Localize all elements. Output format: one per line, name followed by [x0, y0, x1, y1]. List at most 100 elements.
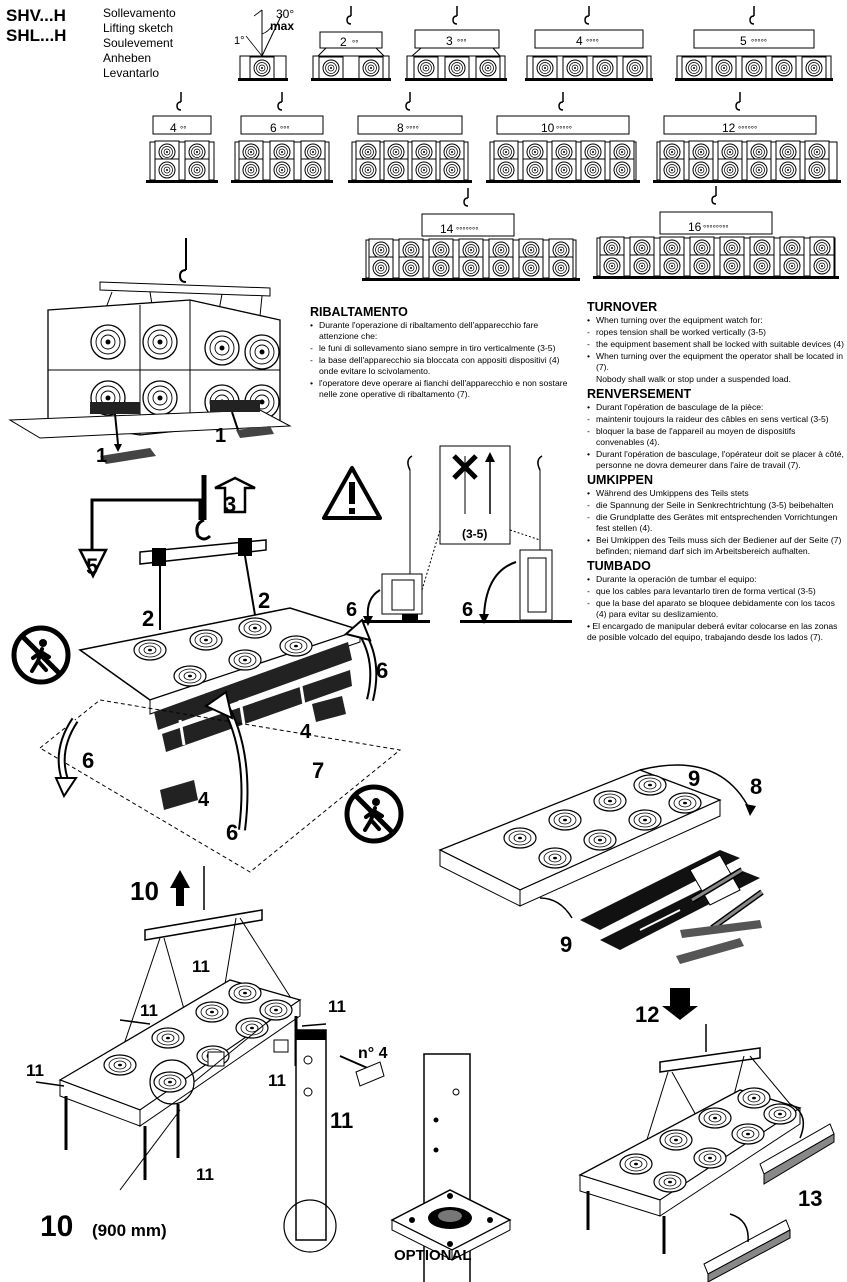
- step-11-label: 11: [330, 1108, 353, 1133]
- bolt-count-label: n° 4: [358, 1045, 388, 1062]
- svg-text:°°°°°: °°°°°: [556, 125, 572, 134]
- fan-icon: [249, 56, 275, 80]
- svg-text:°°°: °°°: [280, 125, 290, 134]
- instruction-item: l'operatore deve operare ai fianchi dell…: [310, 378, 575, 400]
- spacing-label: (900 mm): [92, 1221, 167, 1240]
- angle-diagram: 1° 30° max: [234, 7, 294, 81]
- instruction-item: Bei Umkippen des Teils muss sich der Bed…: [587, 535, 845, 557]
- lift-4-units: 4 °°°°: [525, 5, 653, 81]
- feet-mount-illustration: 10 11 11 11 11 11 11 10 (900 mm): [26, 866, 388, 1253]
- title-de: Anheben: [103, 51, 152, 65]
- step-11-label: 11: [196, 1165, 214, 1184]
- instruction-item: the equipment basement shall be locked w…: [587, 339, 845, 350]
- step-4-label: 4: [300, 721, 312, 743]
- step-9-label: 9: [688, 766, 700, 791]
- step-11-label: 11: [268, 1071, 286, 1090]
- step-10-label: 10: [130, 876, 159, 906]
- lift-10-double: 10 °°°°°: [486, 91, 640, 183]
- lift-5-units: 5 °°°°°: [675, 5, 833, 81]
- step-2-label: 2: [258, 588, 270, 613]
- instructions-it: RIBALTAMENTO Durante l'operazione di rib…: [310, 306, 575, 401]
- rope-ref-label: (3-5): [462, 527, 487, 541]
- step-3-label: 3: [224, 492, 236, 517]
- instruction-item: maintenir toujours la raideur des câbles…: [587, 414, 845, 425]
- instruction-item: Durant l'opération de basculage de la pi…: [587, 402, 845, 413]
- svg-text:°°°°°°°°: °°°°°°°°: [703, 224, 729, 233]
- step-11-label: 11: [26, 1061, 44, 1080]
- instruction-item: Nobody shall walk or stop under a suspen…: [596, 374, 791, 384]
- lying-unit-illustration: 9 8 9: [438, 764, 764, 964]
- title-en: Lifting sketch: [103, 21, 174, 35]
- units-label: 12: [722, 121, 736, 135]
- lift-6-double: 6 °°°: [231, 91, 333, 183]
- model-code-shl: SHL...H: [6, 26, 67, 45]
- svg-text:°°°°°°: °°°°°°: [738, 125, 757, 134]
- angle-max-label: max: [270, 19, 294, 33]
- units-label: 4: [170, 121, 177, 135]
- title-fr: Soulevement: [103, 36, 174, 50]
- no-walking-icon: [347, 787, 401, 841]
- instruction-item: • El encargado de manipular deberá evita…: [587, 621, 838, 642]
- section-heading-de: UMKIPPEN: [587, 473, 653, 487]
- instruction-item: Durante la operación de tumbar el equipo…: [587, 574, 845, 585]
- step-9-label: 9: [560, 932, 572, 957]
- svg-text:°°°°°°°: °°°°°°°: [456, 226, 478, 235]
- lift-4-double: 4 °°: [146, 91, 218, 183]
- svg-text:°°: °°: [180, 125, 186, 134]
- step-2-label: 2: [142, 606, 154, 631]
- instruction-item: Während des Umkippens des Teils stets: [587, 488, 845, 499]
- step-6-label: 6: [376, 658, 388, 683]
- no-walking-icon: [14, 628, 68, 682]
- instruction-item: que los cables para levantarlo tiren de …: [587, 586, 845, 597]
- step-6-label: 6: [346, 599, 357, 621]
- instruction-item: die Grundplatte des Gerätes mit entsprec…: [587, 512, 845, 534]
- lift-8-double: 8 °°°°: [348, 91, 472, 183]
- turnover-illustrations: 1 1 (3-5) 6 6 3: [8, 238, 835, 1282]
- step-6-label: 6: [462, 599, 473, 621]
- section-heading-en: TURNOVER: [587, 300, 658, 314]
- instruction-item: Durant l'opération de basculage, l'opéra…: [587, 449, 845, 471]
- instruction-item: die Spannung der Seile in Senkrechtricht…: [587, 500, 845, 511]
- step-6-label: 6: [82, 748, 94, 773]
- turnover-scene: 3 5 2 2 4 4 7 6 6 6: [14, 475, 401, 873]
- svg-text:°°°°°: °°°°°: [751, 38, 767, 47]
- step-5-label: 5: [86, 554, 98, 579]
- step-11-label: 11: [140, 1001, 158, 1020]
- units-label: 3: [446, 34, 453, 48]
- wrong-icon: [452, 454, 478, 480]
- lift-14-double: 14 °°°°°°°: [362, 187, 580, 281]
- instruction-item: que la base del aparato se bloquee debid…: [587, 598, 845, 620]
- units-label: 10: [541, 121, 555, 135]
- step-10-label: 10: [40, 1210, 73, 1243]
- step-4-label: 4: [198, 789, 210, 811]
- rope-tension-diagram: (3-5) 6 6: [322, 445, 572, 626]
- units-label: 2: [340, 35, 347, 49]
- instruction-item: When turning over the equipment watch fo…: [587, 315, 845, 326]
- units-label: 8: [397, 121, 404, 135]
- lifting-sketches: 1° 30° max 2 °° 3 °°° 4 °°°°: [146, 5, 841, 281]
- standing-unit-illustration: 1 1: [8, 238, 292, 467]
- instruction-item: bloquer la base de l'appareil au moyen d…: [587, 426, 845, 448]
- instructions-multilang: TURNOVER When turning over the equipment…: [587, 300, 845, 644]
- step-11-label: 11: [192, 957, 210, 976]
- section-heading-es: TUMBADO: [587, 559, 651, 573]
- step-8-label: 8: [750, 774, 762, 799]
- optional-foot-plate: OPTIONAL: [390, 1053, 512, 1282]
- title-es: Levantarlo: [103, 66, 160, 80]
- lowering-illustration: 12 13: [578, 988, 835, 1282]
- step-12-label: 12: [635, 1002, 659, 1027]
- units-label: 5: [740, 34, 747, 48]
- angle-max-value: 30°: [276, 7, 294, 21]
- svg-text:°°°°: °°°°: [406, 125, 419, 134]
- units-label: 14: [440, 222, 454, 236]
- section-heading-fr: RENVERSEMENT: [587, 387, 692, 401]
- instruction-item: ropes tension shall be worked vertically…: [587, 327, 845, 338]
- svg-text:°°°: °°°: [457, 38, 467, 47]
- model-codes: SHV...H SHL...H: [6, 6, 66, 46]
- lift-3-units: 3 °°°: [405, 5, 507, 81]
- lift-2-units: 2 °°: [311, 5, 391, 81]
- step-6-label: 6: [226, 820, 238, 845]
- lift-12-double: 12 °°°°°°: [653, 91, 841, 183]
- units-label: 4: [576, 34, 583, 48]
- step-13-label: 13: [798, 1186, 822, 1211]
